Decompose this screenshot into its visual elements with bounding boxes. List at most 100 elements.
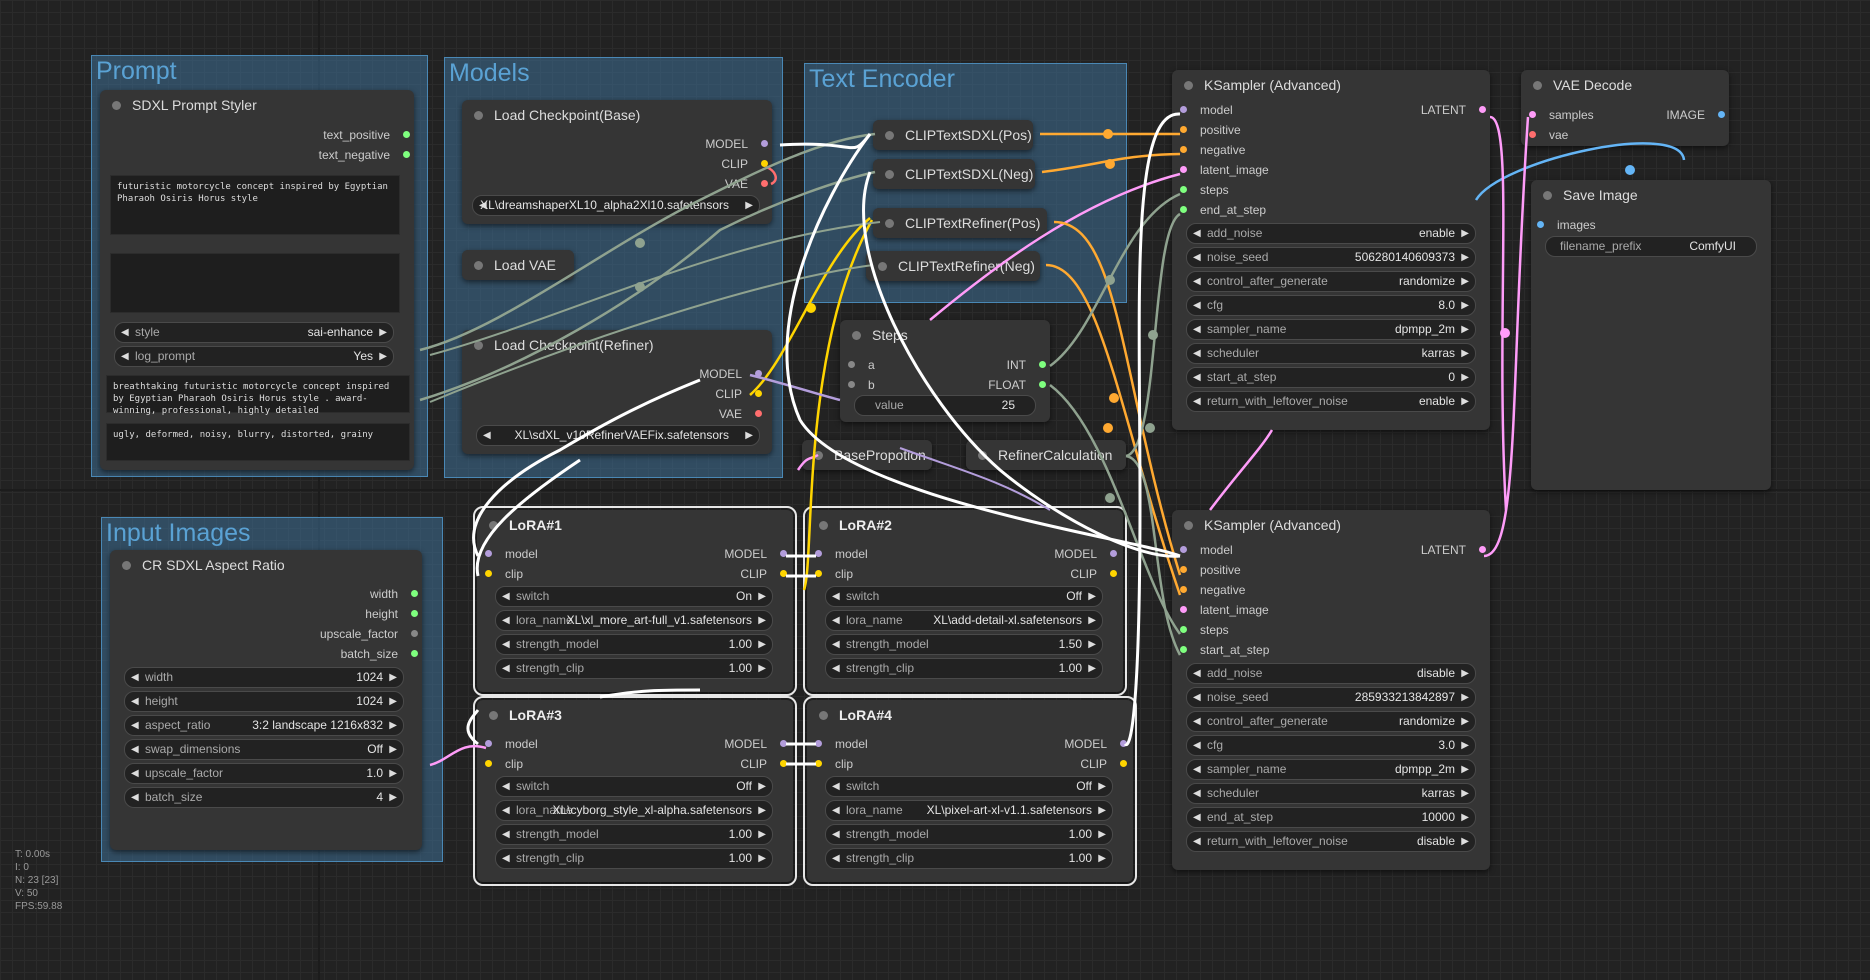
arrow-right-icon[interactable]: ▶ <box>1098 805 1106 816</box>
collapse-dot-icon[interactable] <box>489 521 498 530</box>
output-text-negative[interactable]: text_negative <box>319 148 410 162</box>
input-positive[interactable]: positive <box>1180 123 1241 137</box>
styled-positive-text[interactable]: breathtaking futuristic motorcycle conce… <box>106 375 410 416</box>
arrow-right-icon[interactable]: ▶ <box>389 696 397 707</box>
arrow-right-icon[interactable]: ▶ <box>389 720 397 731</box>
collapse-dot-icon[interactable] <box>474 261 483 270</box>
arrow-right-icon[interactable]: ▶ <box>758 663 766 674</box>
input-b[interactable]: b <box>848 378 875 392</box>
arrow-right-icon[interactable]: ▶ <box>745 430 753 441</box>
output-clip[interactable]: CLIP <box>715 387 762 401</box>
arrow-left-icon[interactable]: ◀ <box>502 663 510 674</box>
arrow-right-icon[interactable]: ▶ <box>1461 396 1469 407</box>
arrow-right-icon[interactable]: ▶ <box>1461 668 1469 679</box>
input-model[interactable]: model <box>1180 543 1233 557</box>
collapse-dot-icon[interactable] <box>885 170 894 179</box>
arrow-left-icon[interactable]: ◀ <box>502 591 510 602</box>
arrow-right-icon[interactable]: ▶ <box>1461 372 1469 383</box>
arrow-left-icon[interactable]: ◀ <box>1193 812 1201 823</box>
arrow-right-icon[interactable]: ▶ <box>1461 324 1469 335</box>
input-steps[interactable]: steps <box>1180 623 1229 637</box>
arrow-left-icon[interactable]: ◀ <box>832 853 840 864</box>
arrow-left-icon[interactable]: ◀ <box>479 200 487 211</box>
output-upscale-factor[interactable]: upscale_factor <box>320 627 418 641</box>
arrow-left-icon[interactable]: ◀ <box>832 663 840 674</box>
arrow-right-icon[interactable]: ▶ <box>1461 252 1469 263</box>
arrow-left-icon[interactable]: ◀ <box>131 672 139 683</box>
arrow-right-icon[interactable]: ▶ <box>379 327 387 338</box>
collapse-dot-icon[interactable] <box>1184 521 1193 530</box>
collapse-dot-icon[interactable] <box>474 111 483 120</box>
input-vae[interactable]: vae <box>1529 128 1568 142</box>
arrow-left-icon[interactable]: ◀ <box>502 829 510 840</box>
collapse-dot-icon[interactable] <box>1533 81 1542 90</box>
text-positive-textarea[interactable]: futuristic motorcycle concept inspired b… <box>110 175 400 235</box>
node-sdxl-prompt-styler[interactable]: SDXL Prompt Styler text_positive text_ne… <box>100 90 414 470</box>
arrow-left-icon[interactable]: ◀ <box>1193 716 1201 727</box>
input-a[interactable]: a <box>848 358 875 372</box>
arrow-right-icon[interactable]: ▶ <box>1098 829 1106 840</box>
arrow-right-icon[interactable]: ▶ <box>1461 740 1469 751</box>
node-cliptext-refiner-neg[interactable]: CLIPTextRefiner(Neg) <box>866 251 1040 281</box>
arrow-right-icon[interactable]: ▶ <box>379 351 387 362</box>
arrow-left-icon[interactable]: ◀ <box>832 591 840 602</box>
collapse-dot-icon[interactable] <box>1543 191 1552 200</box>
collapse-dot-icon[interactable] <box>852 331 861 340</box>
styled-negative-text[interactable]: ugly, deformed, noisy, blurry, distorted… <box>106 423 410 461</box>
input-images[interactable]: images <box>1537 218 1596 232</box>
arrow-left-icon[interactable]: ◀ <box>1193 764 1201 775</box>
collapse-dot-icon[interactable] <box>122 561 131 570</box>
output-height[interactable]: height <box>365 607 418 621</box>
input-model[interactable]: model <box>1180 103 1233 117</box>
output-model[interactable]: MODEL <box>724 547 787 561</box>
input-clip[interactable]: clip <box>485 567 523 581</box>
arrow-left-icon[interactable]: ◀ <box>832 781 840 792</box>
input-end-at-step[interactable]: end_at_step <box>1180 203 1266 217</box>
collapse-dot-icon[interactable] <box>819 521 828 530</box>
output-vae[interactable]: VAE <box>719 407 762 421</box>
text-negative-textarea[interactable] <box>110 253 400 313</box>
input-clip[interactable]: clip <box>485 757 523 771</box>
output-float[interactable]: FLOAT <box>988 378 1046 392</box>
arrow-right-icon[interactable]: ▶ <box>1461 716 1469 727</box>
arrow-left-icon[interactable]: ◀ <box>502 781 510 792</box>
input-clip[interactable]: clip <box>815 757 853 771</box>
arrow-left-icon[interactable]: ◀ <box>832 805 840 816</box>
collapse-dot-icon[interactable] <box>878 262 887 271</box>
input-model[interactable]: model <box>485 547 538 561</box>
arrow-right-icon[interactable]: ▶ <box>758 615 766 626</box>
output-width[interactable]: width <box>370 587 418 601</box>
arrow-right-icon[interactable]: ▶ <box>758 591 766 602</box>
output-clip[interactable]: CLIP <box>1070 567 1117 581</box>
input-model[interactable]: model <box>815 547 868 561</box>
arrow-right-icon[interactable]: ▶ <box>1461 788 1469 799</box>
output-text-positive[interactable]: text_positive <box>323 128 410 142</box>
arrow-right-icon[interactable]: ▶ <box>1088 615 1096 626</box>
output-batch-size[interactable]: batch_size <box>341 647 418 661</box>
